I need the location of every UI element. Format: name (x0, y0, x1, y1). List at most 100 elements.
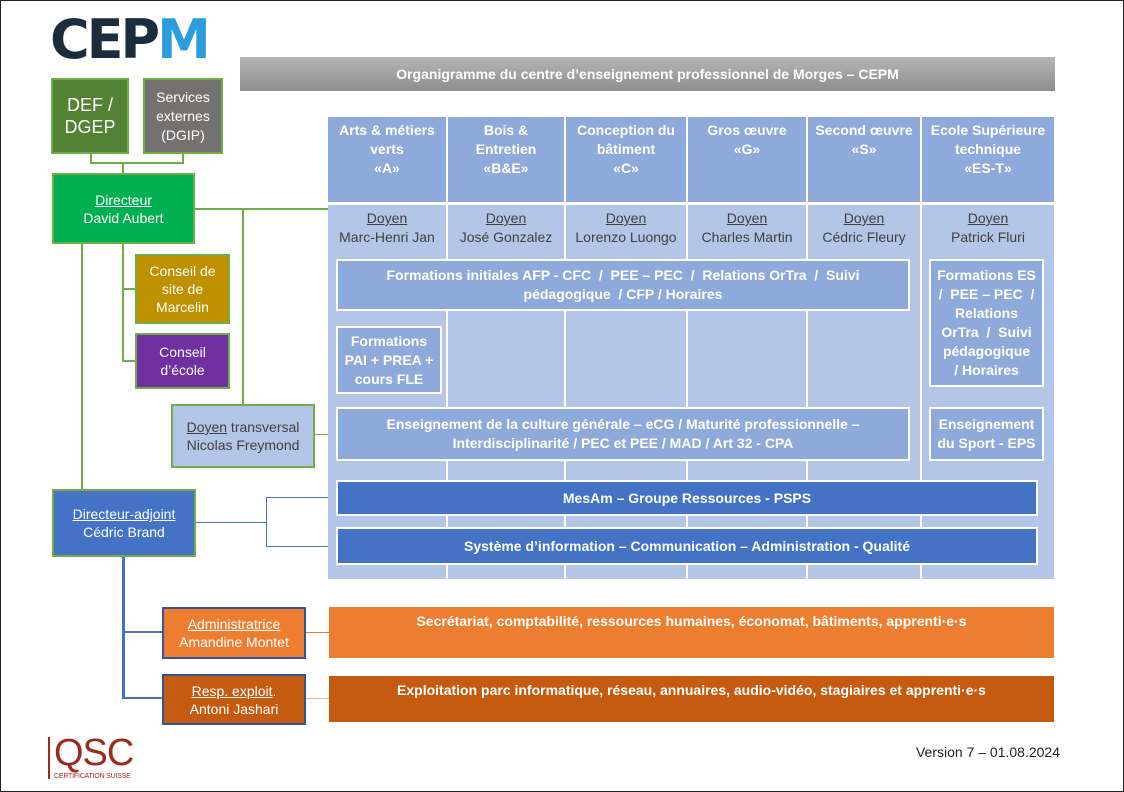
doyen-transversal-role-label: Doyen (186, 419, 228, 435)
connector-line (266, 497, 267, 547)
qsc-logo-subtitle: CERTIFICATION SUISSE (54, 773, 131, 780)
doyen-name: Lorenzo Luongo (575, 229, 677, 245)
block-line: du Sport - EPS (937, 435, 1036, 451)
sport-block[interactable]: Enseignement du Sport - EPS (929, 407, 1044, 461)
connector-line (194, 208, 328, 210)
director-name: David Aubert (83, 209, 164, 226)
doyen-est[interactable]: Doyen Patrick Fluri (922, 209, 1054, 249)
column-title-line: Conception du (577, 122, 675, 138)
exploitation-label: Exploitation parc informatique, réseau, … (397, 682, 986, 698)
connector-line (90, 153, 92, 163)
column-separator (920, 205, 922, 579)
conseil-site-label: Conseil de site de Marcelin (149, 263, 216, 315)
doyen-c[interactable]: Doyen Lorenzo Luongo (566, 209, 686, 249)
doyen-name: Cédric Fleury (822, 229, 906, 245)
connector-line (122, 360, 136, 362)
systeme-information-block[interactable]: Système d’information – Communication – … (336, 527, 1038, 565)
conseil-ecole-label: Conseil d’école (159, 344, 206, 378)
column-title-line: Bois & (483, 122, 529, 138)
column-title-line: Arts & métiers (339, 122, 435, 138)
block-line: pédagogique / CFP / Horaires (523, 286, 723, 302)
column-separator (686, 205, 688, 579)
conseil-ecole-box[interactable]: Conseil d’école (135, 333, 230, 389)
connector-line (122, 162, 124, 174)
block-line: Enseignement de la culture générale – eC… (386, 416, 860, 432)
deputy-director-box[interactable]: Directeur-adjoint Cédric Brand (52, 489, 196, 557)
block-line: Interdisciplinarité / PEC et PEE / MAD /… (452, 435, 794, 451)
doyen-name: Patrick Fluri (951, 229, 1025, 245)
column-header-a[interactable]: Arts & métiers verts «A» (328, 117, 446, 202)
connector-line (122, 557, 125, 699)
block-line: Relations (954, 305, 1018, 321)
logo-dark-text: CEP (50, 8, 160, 71)
column-title-line: «B&E» (483, 160, 529, 176)
column-separator (806, 205, 808, 579)
exploit-role-label: Resp. exploit (191, 682, 273, 699)
mesam-block[interactable]: MesAm – Groupe Ressources - PSPS (336, 480, 1038, 516)
column-header-est[interactable]: Ecole Supérieure technique «ES-T» (922, 117, 1054, 202)
connector-line (266, 546, 338, 547)
doyen-s[interactable]: Doyen Cédric Fleury (808, 209, 920, 249)
conseil-site-box[interactable]: Conseil de site de Marcelin (135, 254, 230, 324)
column-title-line: «C» (613, 160, 639, 176)
director-role: Directeur (95, 191, 152, 208)
column-title-line: Ecole Supérieure (930, 122, 1046, 138)
doyen-name: Marc-Henri Jan (339, 229, 435, 245)
connector-line (122, 697, 164, 699)
formations-pai-block[interactable]: Formations PAI + PREA + cours FLE (336, 326, 442, 394)
column-header-c[interactable]: Conception du bâtiment «C» (566, 117, 686, 202)
qsc-logo-text: QSC (54, 732, 134, 774)
systeme-label: Système d’information – Communication – … (464, 538, 910, 554)
deputy-role: Directeur-adjoint (72, 506, 176, 522)
column-title-line: «ES-T» (964, 160, 1012, 176)
column-header-be[interactable]: Bois & Entretien «B&E» (448, 117, 564, 202)
version-label: Version 7 – 01.08.2024 (915, 744, 1060, 760)
column-title-line: bâtiment (596, 141, 656, 157)
block-line: cours FLE (354, 370, 424, 387)
connector-line (306, 698, 330, 699)
qsc-logo-bar (48, 737, 50, 779)
secretariat-block[interactable]: Secrétariat, comptabilité, ressources hu… (329, 607, 1054, 658)
services-externes-box[interactable]: Services externes (DGIP) (143, 78, 223, 154)
column-title-line: «S» (851, 141, 877, 157)
def-dgep-label: DEF / DGEP (64, 95, 116, 137)
column-separator (446, 205, 448, 579)
doyen-a[interactable]: Doyen Marc-Henri Jan (328, 209, 446, 249)
deputy-name: Cédric Brand (83, 524, 165, 540)
connector-line (182, 153, 184, 163)
connector-line (122, 631, 164, 633)
connector-line (314, 434, 338, 435)
exploit-role: Resp. exploit. (192, 682, 277, 700)
block-line: PAI + PREA + (344, 351, 434, 368)
column-header-g[interactable]: Gros œuvre «G» (688, 117, 806, 202)
connector-line (90, 162, 184, 164)
cepm-logo: CEPM (50, 13, 211, 67)
doyen-g[interactable]: Doyen Charles Martin (688, 209, 806, 249)
doyen-transversal-box[interactable]: Doyen transversal Nicolas Freymond (171, 404, 315, 468)
mesam-label: MesAm – Groupe Ressources - PSPS (562, 490, 812, 506)
connector-line (266, 497, 338, 498)
block-line: Formations ES (937, 267, 1036, 283)
doyen-label: Doyen (967, 210, 1009, 226)
doyen-label: Doyen (605, 210, 647, 226)
resp-exploit-box[interactable]: Resp. exploit. Antoni Jashari (162, 674, 306, 725)
column-title-line: Entretien (475, 141, 537, 157)
administratrice-box[interactable]: Administratrice Amandine Montet (162, 607, 306, 659)
def-dgep-box[interactable]: DEF / DGEP (51, 78, 129, 154)
connector-line (122, 288, 136, 290)
qsc-logo: QSC CERTIFICATION SUISSE (48, 732, 148, 783)
column-title-line: «G» (733, 141, 761, 157)
doyen-name: Charles Martin (701, 229, 793, 245)
formations-es-block[interactable]: Formations ES / PEE – PEC / Relations Or… (929, 259, 1044, 387)
exploitation-block[interactable]: Exploitation parc informatique, réseau, … (329, 676, 1054, 722)
exploit-name: Antoni Jashari (189, 700, 279, 717)
culture-generale-block[interactable]: Enseignement de la culture générale – eC… (336, 407, 910, 461)
column-header-s[interactable]: Second œuvre «S» (808, 117, 920, 202)
connector-line (81, 243, 83, 489)
admin-name: Amandine Montet (179, 634, 289, 650)
column-separator (564, 205, 566, 579)
director-box[interactable]: Directeur David Aubert (52, 173, 195, 244)
column-title-line: Second œuvre (815, 122, 913, 138)
formations-initiales-block[interactable]: Formations initiales AFP - CFC / PEE – P… (336, 259, 910, 311)
doyen-be[interactable]: Doyen José Gonzalez (448, 209, 564, 249)
